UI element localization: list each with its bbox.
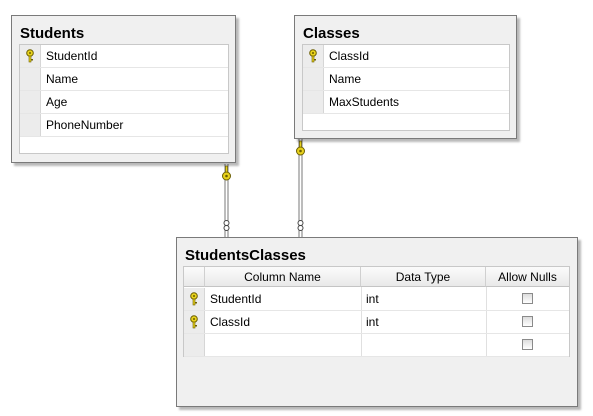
allow-nulls-checkbox[interactable] <box>522 293 533 304</box>
table-row[interactable]: Name <box>20 68 228 91</box>
column-name[interactable]: StudentId <box>46 49 98 63</box>
row-selector[interactable] <box>303 68 324 90</box>
header-row-selector <box>184 267 205 287</box>
row-selector[interactable] <box>184 334 205 356</box>
classes-relationship-line[interactable] <box>296 139 305 237</box>
column-divider <box>486 287 487 356</box>
row-selector[interactable] <box>303 91 324 113</box>
primary-key-end-icon <box>296 140 305 156</box>
column-name-cell[interactable]: StudentId <box>210 292 262 306</box>
row-selector[interactable] <box>303 45 324 67</box>
table-row[interactable]: StudentId <box>20 45 228 68</box>
primary-key-icon <box>190 292 198 306</box>
students-table-title[interactable]: Students <box>20 25 85 42</box>
column-name[interactable]: Name <box>329 72 362 86</box>
classes-table-title[interactable]: Classes <box>303 25 360 42</box>
data-type-cell[interactable]: int <box>366 315 379 329</box>
allow-nulls-checkbox[interactable] <box>522 339 533 350</box>
primary-key-end-icon <box>222 165 231 181</box>
table-row[interactable]: MaxStudents <box>303 91 509 114</box>
row-selector[interactable] <box>20 68 41 90</box>
column-name[interactable]: Name <box>46 72 79 86</box>
primary-key-icon <box>309 49 317 63</box>
primary-key-icon <box>190 315 198 329</box>
many-end-infinity-icon <box>223 220 230 231</box>
data-type-cell[interactable]: int <box>366 292 379 306</box>
table-row[interactable]: PhoneNumber <box>20 114 228 137</box>
students-classes-column-grid: Column Name Data Type Allow Nulls Studen… <box>183 266 570 357</box>
row-selector[interactable] <box>20 45 41 67</box>
classes-column-grid: ClassId Name MaxStudents <box>302 44 510 131</box>
table-row[interactable]: ClassId <box>303 45 509 68</box>
students-classes-table-title[interactable]: StudentsClasses <box>185 247 306 264</box>
row-selector[interactable] <box>184 311 205 333</box>
table-row[interactable] <box>184 334 569 357</box>
students-table[interactable]: Students StudentId Name Age PhoneNumber <box>11 15 236 163</box>
table-row[interactable]: Age <box>20 91 228 114</box>
primary-key-icon <box>26 49 34 63</box>
allow-nulls-checkbox[interactable] <box>522 316 533 327</box>
column-divider <box>361 287 362 356</box>
column-name[interactable]: ClassId <box>329 49 370 63</box>
column-name[interactable]: PhoneNumber <box>46 118 124 132</box>
table-row[interactable]: StudentId int <box>184 288 569 311</box>
students-column-grid: StudentId Name Age PhoneNumber <box>19 44 229 154</box>
column-name[interactable]: Age <box>46 95 68 109</box>
table-row[interactable]: Name <box>303 68 509 91</box>
row-selector[interactable] <box>20 114 41 136</box>
classes-table[interactable]: Classes ClassId Name MaxStudents <box>294 15 517 139</box>
table-row[interactable]: ClassId int <box>184 311 569 334</box>
many-end-infinity-icon <box>297 220 304 231</box>
column-name-header[interactable]: Column Name <box>205 267 361 287</box>
students-relationship-line[interactable] <box>222 164 231 237</box>
allow-nulls-header[interactable]: Allow Nulls <box>486 267 569 287</box>
data-type-cell[interactable] <box>361 334 366 356</box>
students-classes-table[interactable]: StudentsClasses Column Name Data Type Al… <box>176 237 578 407</box>
row-selector[interactable] <box>20 91 41 113</box>
data-type-header[interactable]: Data Type <box>361 267 486 287</box>
row-selector[interactable] <box>184 288 205 310</box>
column-name-cell[interactable]: ClassId <box>210 315 251 329</box>
column-name-cell[interactable] <box>205 334 210 356</box>
column-name[interactable]: MaxStudents <box>329 95 400 109</box>
